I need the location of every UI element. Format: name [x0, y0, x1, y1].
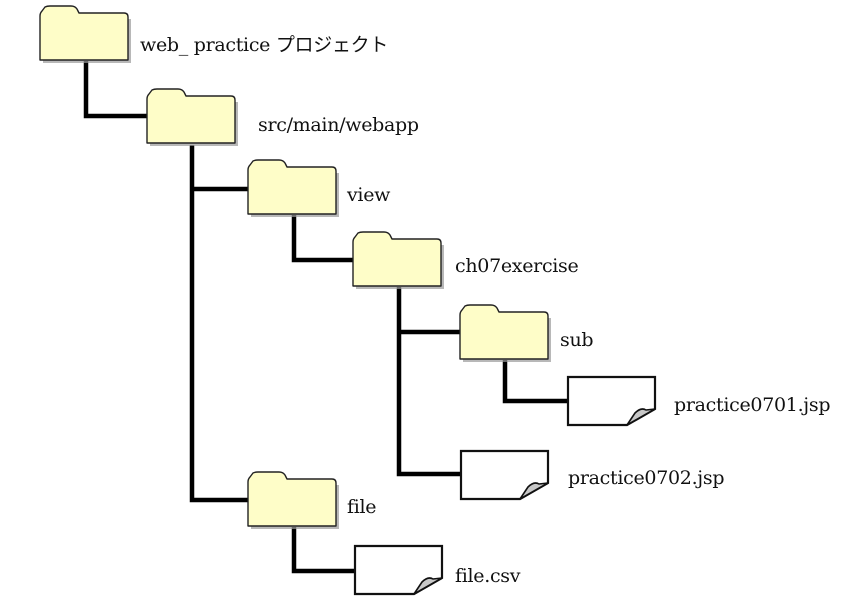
file-icon: [353, 544, 444, 596]
connector-sub-p0701: [502, 360, 568, 404]
folder-label-view: view: [347, 184, 391, 206]
connector-file-filecsv: [291, 527, 355, 574]
folder-icon: [352, 231, 444, 289]
file-label-p0701: practice0701.jsp: [674, 394, 831, 416]
file-icon: [566, 375, 657, 427]
connector-ch07-p0702: [396, 287, 461, 477]
folder-label-sub: sub: [560, 329, 594, 351]
folder-icon: [247, 471, 339, 529]
folder-label-webapp: src/main/webapp: [258, 114, 419, 136]
folder-icon: [247, 159, 339, 217]
connector-view-ch07: [291, 215, 353, 263]
icons: [39, 5, 657, 596]
file-icon: [459, 449, 550, 501]
file-label-filecsv: file.csv: [455, 565, 521, 587]
folder-icon: [146, 88, 238, 146]
connector-webapp-file: [189, 145, 248, 503]
file-label-p0702: practice0702.jsp: [568, 467, 725, 489]
connector-root-webapp: [83, 61, 147, 119]
folder-label-ch07: ch07exercise: [455, 255, 579, 277]
folder-icon: [39, 5, 131, 63]
folder-icon: [459, 304, 551, 362]
connectors: [83, 61, 568, 574]
folder-label-file: file: [347, 496, 377, 518]
folder-label-root: web_ practice プロジェクト: [140, 34, 389, 56]
